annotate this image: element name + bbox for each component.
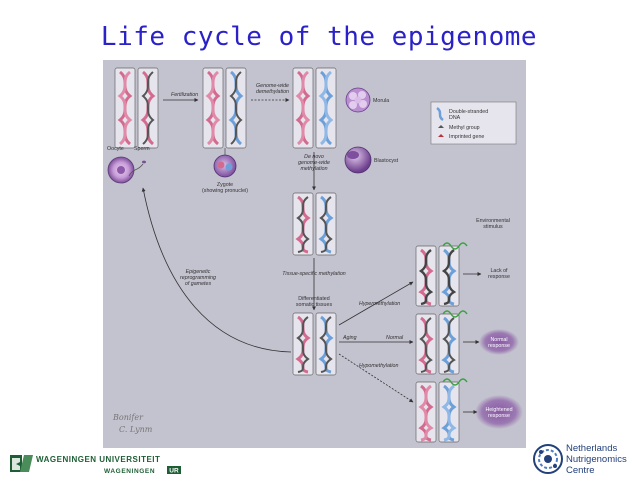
stimulus-wave-icon-3 <box>442 378 468 386</box>
stimulus-wave-icon <box>442 242 468 250</box>
normal-response-label-1: Normal <box>490 337 507 343</box>
heightened-response-glow <box>475 395 523 429</box>
methyl-group-icon <box>438 125 444 128</box>
zygote-label-1: Zygote <box>217 182 233 188</box>
tissue-specific-label: Tissue-specific methylation <box>282 271 346 277</box>
legend-methyl: Methyl group <box>449 125 480 131</box>
hypomethylation-arrow <box>338 353 414 403</box>
zygote-dna-box <box>202 67 247 149</box>
signature-line-1: Bonifer <box>112 413 144 422</box>
sperm-label: Sperm <box>134 146 150 152</box>
nnc-line1: Netherlands <box>566 443 617 454</box>
de-novo-label-2: genome-wide <box>298 160 330 166</box>
normal-response-glow <box>479 329 519 355</box>
lack-response-label-1: Lack of <box>490 268 508 274</box>
lack-response-label-2: response <box>488 274 510 280</box>
environmental-label-1: Environmental <box>476 218 510 224</box>
slide-title: Life cycle of the epigenome <box>100 22 538 52</box>
epigenome-lifecycle-diagram: Fertilization Genome-wide demethylation … <box>103 60 526 448</box>
gamete-dna-box <box>114 67 159 149</box>
environmental-label-2: stimulus <box>483 224 503 230</box>
oocyte-label: Oocyte <box>107 146 124 152</box>
hypermethylation-arrow <box>338 281 414 326</box>
legend-dna-2: DNA <box>449 115 461 121</box>
reprogramming-label-1: Epigenetic <box>186 269 211 275</box>
oocyte-nucleus-icon <box>117 166 125 174</box>
legend-dna-1: Double-stranded <box>449 109 488 115</box>
demethylation-label-1: Genome-wide <box>256 83 289 89</box>
nnc-line2: Nutrigenomics <box>566 454 627 465</box>
heightened-response-label-2: response <box>488 413 510 419</box>
morula-label: Morula <box>373 98 389 104</box>
wur-line1: WAGENINGEN UNIVERSITEIT <box>36 455 160 464</box>
zygote-label-2: (showing pronuclei) <box>202 188 248 194</box>
reprogramming-arrow <box>141 187 292 353</box>
differentiated-label-2: somatic tissues <box>296 302 333 308</box>
zygote-icon <box>213 154 237 178</box>
differentiated-dna-box <box>292 312 337 376</box>
normal-dna-box <box>415 313 460 375</box>
stimulus-wave-icon-2 <box>442 310 468 318</box>
imprinted-gene-icon <box>438 134 444 137</box>
reprogramming-label-2: reprogramming <box>180 275 216 281</box>
hypermethylation-label: Hypermethylation <box>359 301 400 307</box>
nnc-globe-icon <box>533 444 563 474</box>
demethylation-label-2: demethylation <box>256 89 289 95</box>
methylated-dna-box <box>292 192 337 256</box>
heightened-response-label-1: Heightened <box>485 407 512 413</box>
nnc-line3: Centre <box>566 465 595 476</box>
hyper-dna-box <box>415 245 460 307</box>
hypomethylation-label: Hypomethylation <box>359 363 399 369</box>
nnc-logo: Netherlands Nutrigenomics Centre <box>533 443 627 476</box>
wur-line2: WAGENINGEN <box>104 468 155 475</box>
morula-icon <box>345 87 371 113</box>
reprogramming-label-3: of gametes <box>185 281 212 287</box>
differentiated-label-1: Differentiated <box>298 296 329 302</box>
wageningen-logo: WAGENINGEN UNIVERSITEIT WAGENINGEN UR <box>10 455 181 475</box>
legend-imprinted: Imprinted gene <box>449 134 484 140</box>
demethylated-dna-box <box>292 67 337 149</box>
aging-label: Aging <box>342 335 357 341</box>
de-novo-label-1: De novo <box>304 154 324 160</box>
sperm-icon <box>128 163 144 177</box>
fertilization-label: Fertilization <box>171 92 198 98</box>
signature-line-2: C. Lynm <box>119 425 153 434</box>
blastocyst-icon <box>344 146 372 174</box>
normal-response-label-2: response <box>488 343 510 349</box>
de-novo-label-3: methylation <box>300 166 327 172</box>
hypo-dna-box <box>415 381 460 443</box>
legend: Double-stranded DNA Methyl group Imprint… <box>430 101 517 145</box>
normal-label: Normal <box>386 335 404 341</box>
blastocyst-label: Blastocyst <box>374 158 399 164</box>
wur-badge: UR <box>169 468 179 475</box>
